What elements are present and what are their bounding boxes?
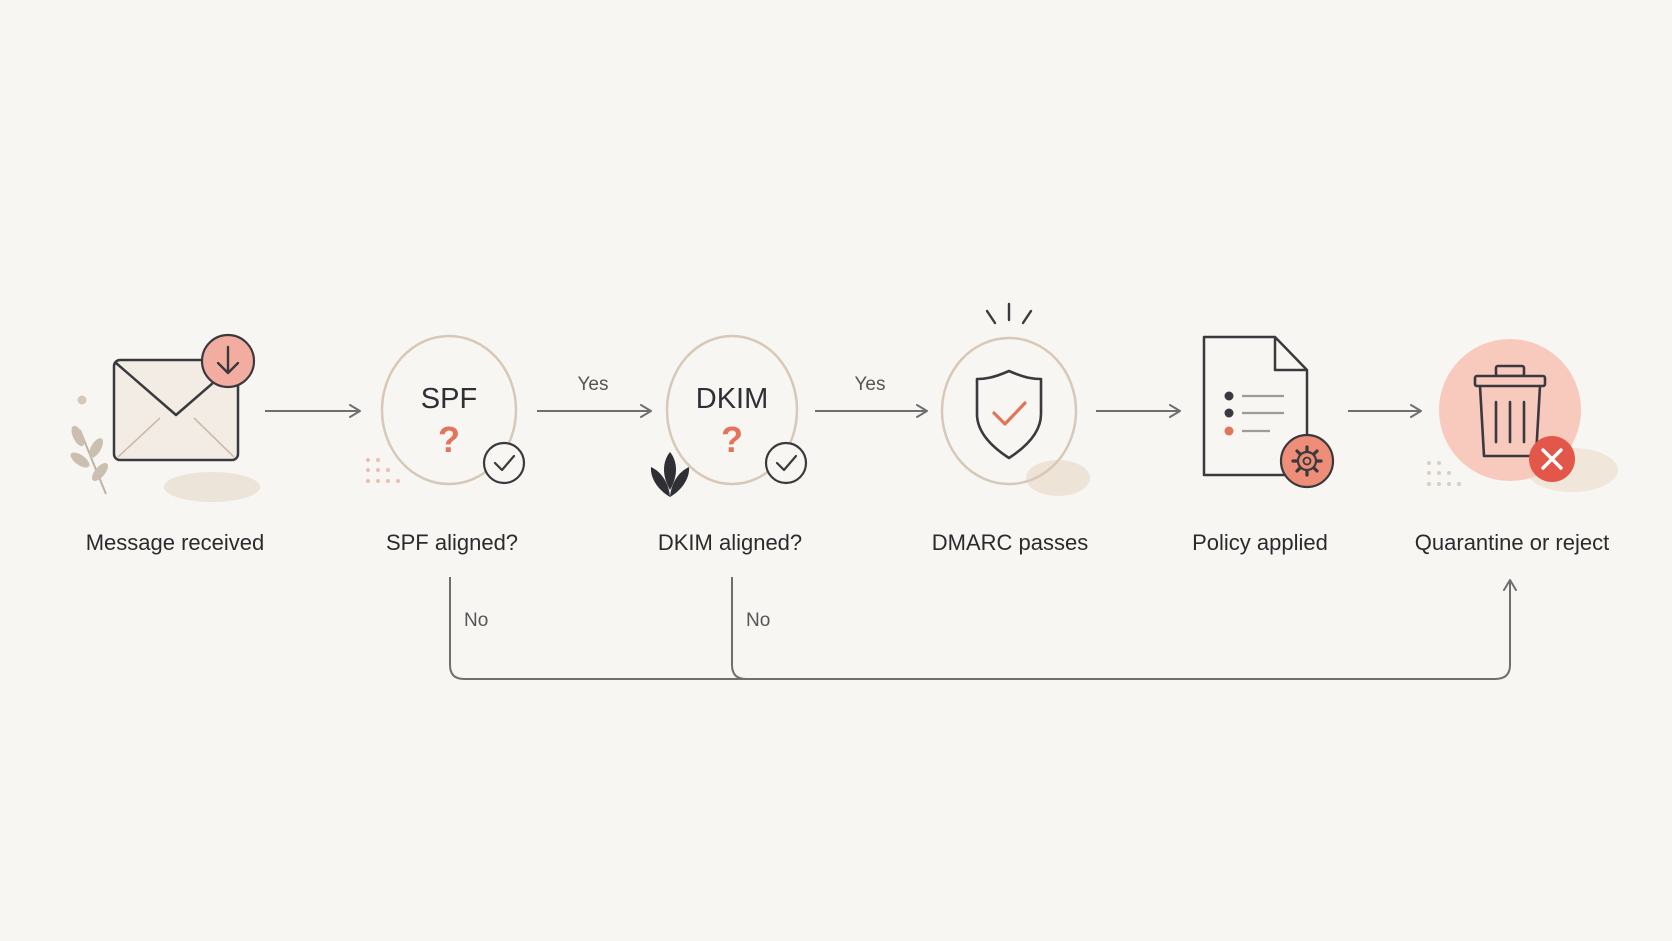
- trash-icon: [1473, 364, 1547, 458]
- step-label-quarantine-or-reject: Quarantine or reject: [1415, 530, 1609, 555]
- node-policy-applied: [1202, 335, 1335, 489]
- decision-circle: [380, 334, 518, 486]
- sparkle-lines: [985, 302, 1033, 325]
- check-circle-icon: [764, 441, 808, 485]
- question-mark: ?: [438, 419, 460, 460]
- edge-label-no: No: [746, 610, 770, 631]
- step-label-policy-applied: Policy applied: [1192, 530, 1328, 555]
- download-arrow-icon: [200, 333, 256, 389]
- shield-check-icon: [975, 369, 1043, 460]
- sprig-icon: [70, 395, 109, 495]
- result-circle: [940, 336, 1078, 486]
- edge-label-yes: Yes: [855, 374, 886, 395]
- dots-decoration: [366, 458, 400, 483]
- edge-label-yes: Yes: [578, 374, 609, 395]
- node-title-dkim: DKIM: [696, 383, 769, 415]
- leaf-icon: [650, 452, 690, 497]
- envelope-icon: [112, 358, 240, 462]
- step-label-message-received: Message received: [86, 530, 265, 555]
- node-spf: SPF ?: [366, 334, 526, 486]
- edge-label-no: No: [464, 610, 488, 631]
- step-label-dmarc-passes: DMARC passes: [932, 530, 1088, 555]
- shadow-blob: [164, 472, 260, 502]
- node-dmarc: [940, 302, 1090, 496]
- node-dkim: DKIM ?: [650, 334, 808, 497]
- connector-dkim-no-to-quarantine: [731, 577, 747, 680]
- step-label-spf-aligned: SPF aligned?: [386, 530, 518, 555]
- connector-spf-no-to-quarantine: [449, 577, 1517, 680]
- node-quarantine-or-reject: [1427, 339, 1618, 492]
- document-list-icon: [1202, 335, 1309, 477]
- node-message-received: [70, 333, 260, 502]
- check-circle-icon: [482, 441, 526, 485]
- decision-circle: [665, 334, 799, 486]
- gear-icon: [1279, 433, 1335, 489]
- step-label-dkim-aligned: DKIM aligned?: [658, 530, 802, 555]
- shadow-blob: [1026, 460, 1090, 496]
- close-icon: [1529, 436, 1575, 482]
- question-mark: ?: [721, 419, 743, 460]
- dots-decoration: [1427, 461, 1461, 486]
- node-title-spf: SPF: [421, 383, 477, 415]
